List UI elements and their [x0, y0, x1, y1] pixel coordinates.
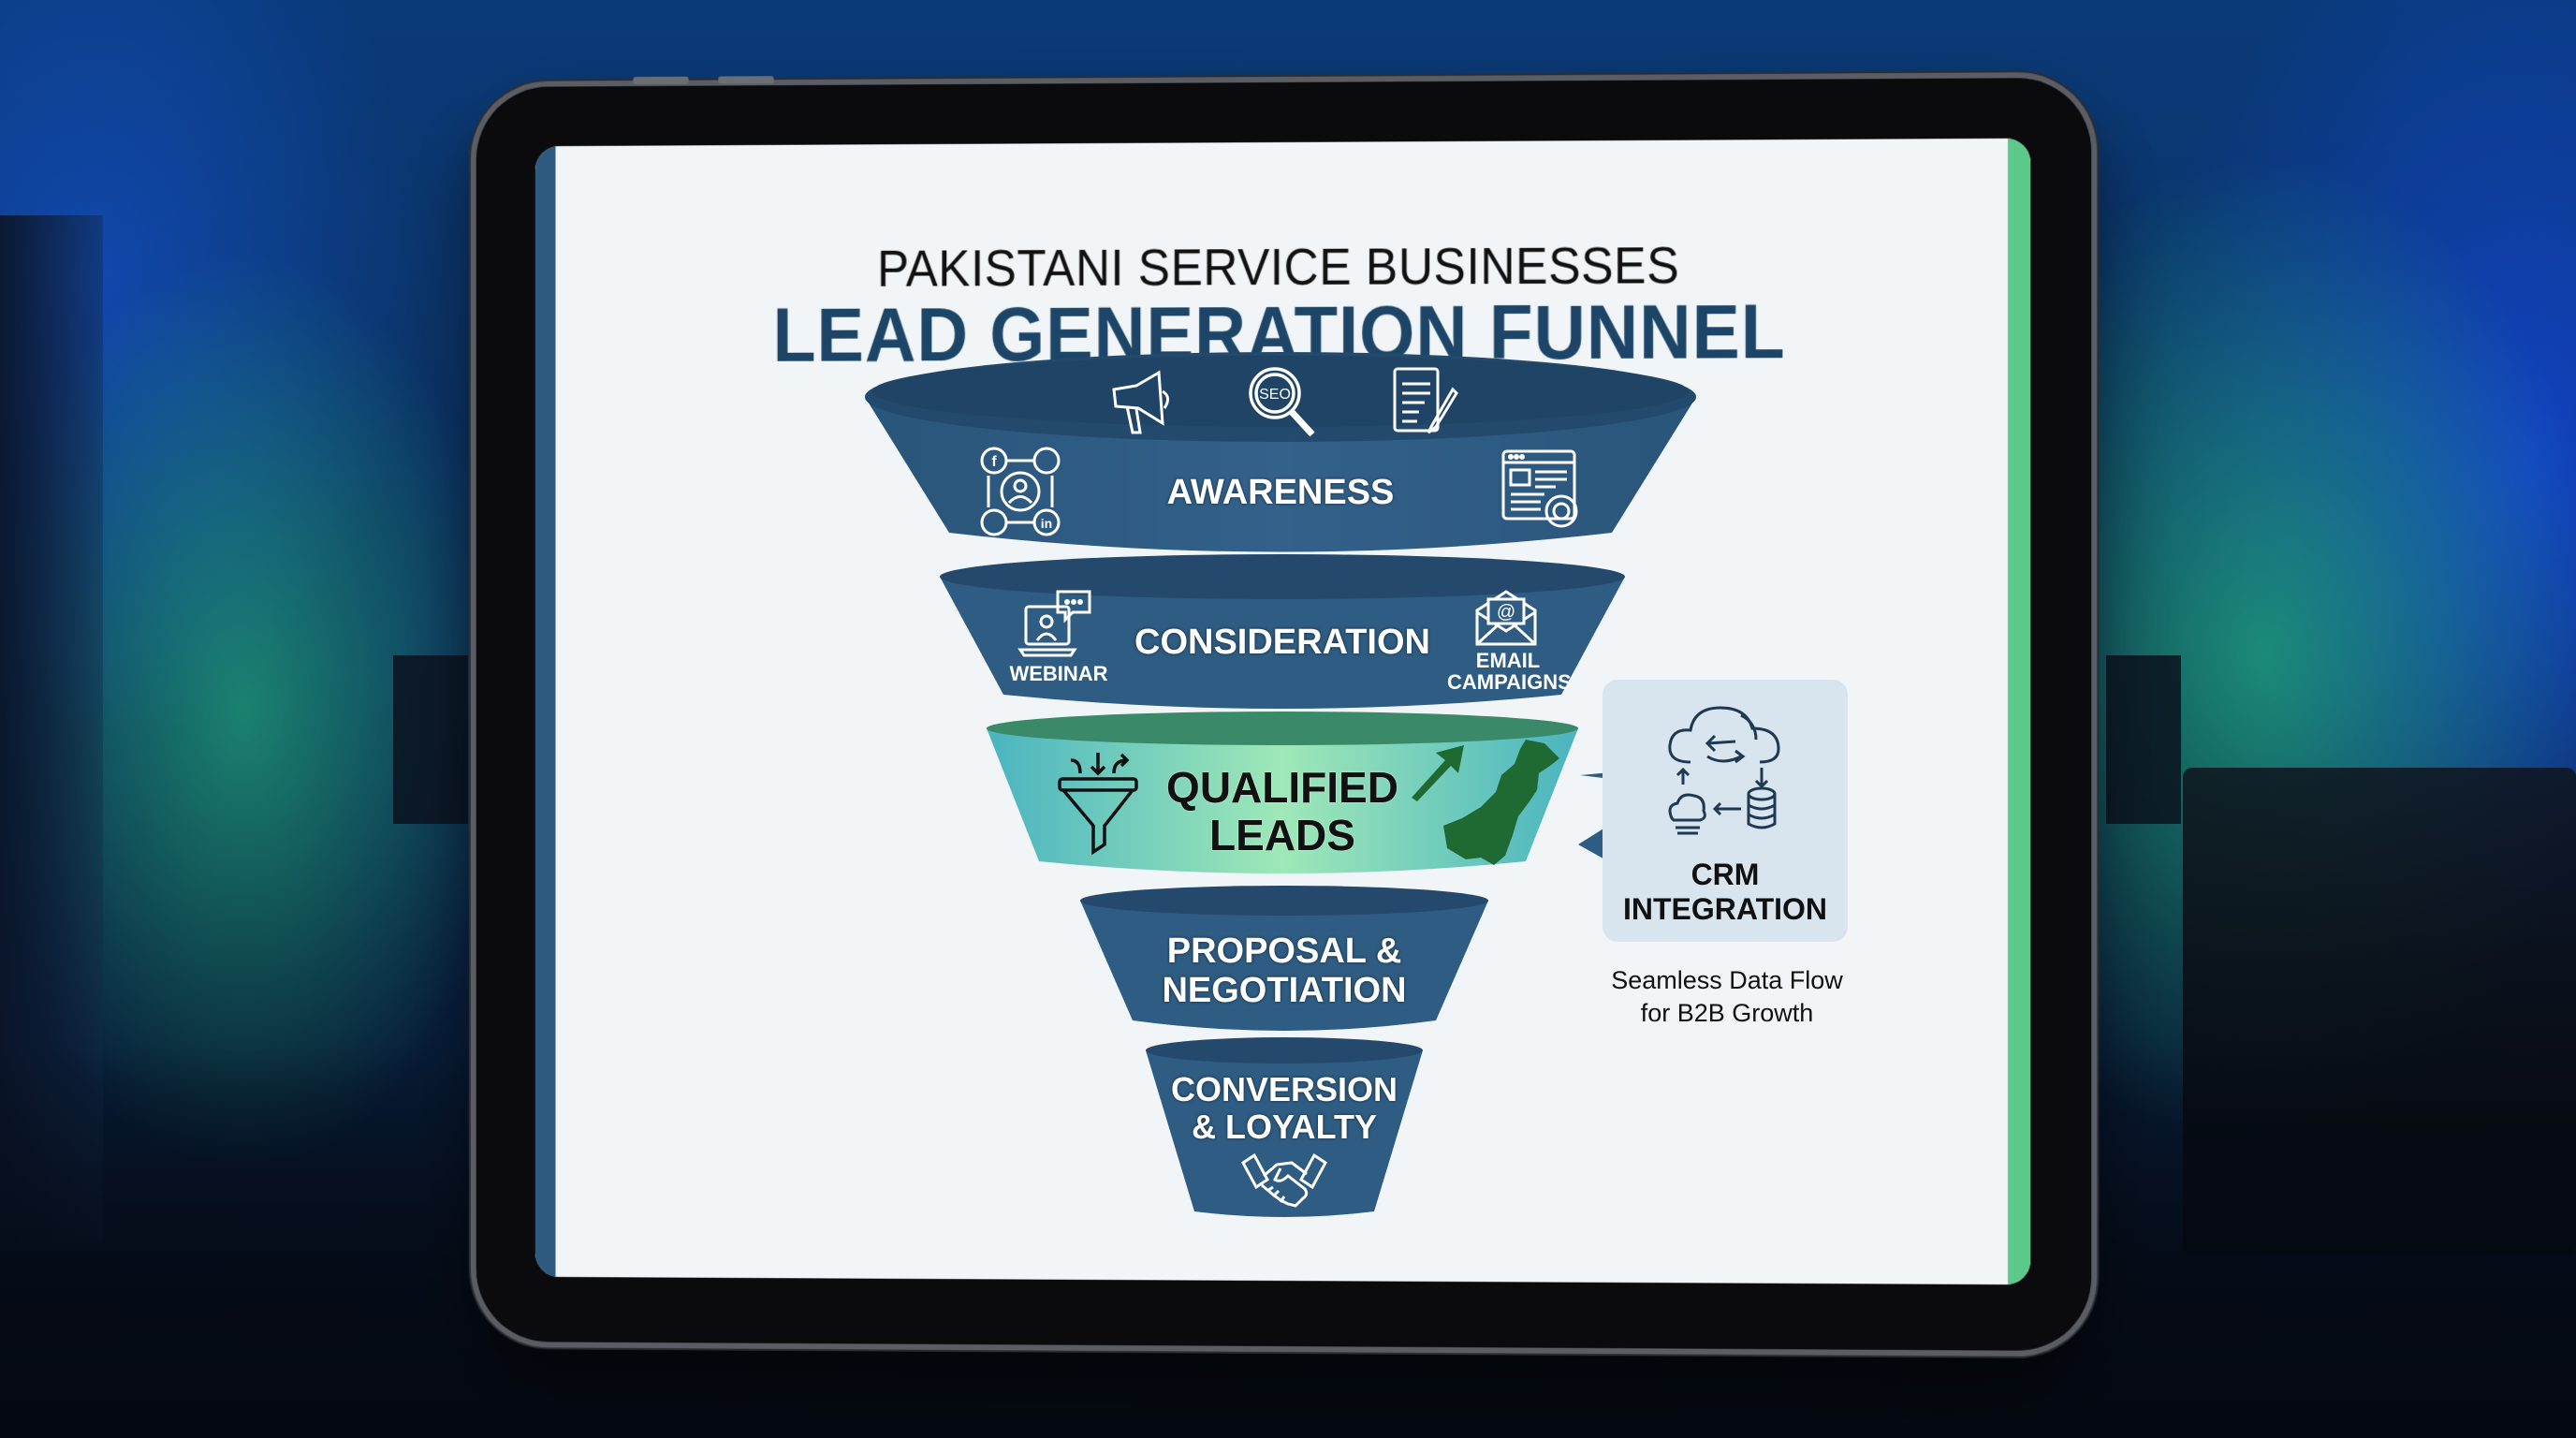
proposal-line1: PROPOSAL &	[1166, 932, 1402, 971]
svg-text:SEO: SEO	[1259, 387, 1291, 403]
crm-caption-line1: Seamless Data Flow	[1611, 966, 1843, 994]
crm-title-line1: CRM	[1690, 858, 1760, 891]
webinar-label: WEBINAR	[1009, 662, 1108, 685]
content-writing-icon	[1393, 367, 1458, 434]
slide-right-accent	[2008, 138, 2031, 1285]
slide-left-accent	[534, 146, 556, 1277]
funnel-stage-conversion-loyalty: CONVERSION & LOYALTY	[1144, 1037, 1425, 1225]
crm-title: CRM INTEGRATION	[1603, 858, 1848, 927]
proposal-line2: NEGOTIATION	[1162, 970, 1407, 1010]
megaphone-icon	[1112, 370, 1169, 434]
background-monitor	[393, 655, 468, 824]
svg-text:f: f	[991, 454, 997, 470]
conversion-band-shape	[1146, 1037, 1423, 1217]
cloud-sync-database-icon	[1668, 706, 1780, 835]
web-settings-icon	[1501, 449, 1578, 528]
proposal-band-shape	[1080, 886, 1488, 1031]
qualified-leads-band-shape	[987, 712, 1578, 873]
tablet-volume-button	[718, 76, 774, 84]
crm-title-line2: INTEGRATION	[1622, 891, 1828, 926]
conversion-loyalty-label: CONVERSION & LOYALTY	[1144, 1071, 1425, 1145]
seo-search-icon: SEO	[1249, 367, 1315, 437]
awareness-label: AWARENESS	[1166, 473, 1395, 512]
qualified-leads-line2: LEADS	[1209, 810, 1355, 859]
social-media-network-icon: f in	[980, 447, 1061, 536]
pakistan-map-icon	[1443, 740, 1559, 865]
qualified-leads-label: QUALIFIED LEADS	[985, 764, 1580, 858]
crm-integration-card: CRM INTEGRATION	[1603, 680, 1848, 942]
background-monitor	[2106, 655, 2181, 824]
awareness-band-shape	[865, 352, 1696, 552]
growth-arrow-icon	[1412, 745, 1464, 801]
funnel-stage-awareness: SEO f in AWARENESS	[863, 350, 1698, 552]
funnel-stage-proposal-negotiation: PROPOSAL & NEGOTIATION	[1078, 886, 1490, 1035]
conversion-line2: & LOYALTY	[1191, 1107, 1378, 1146]
email-campaigns-label: EMAIL CAMPAIGNS	[1447, 649, 1572, 695]
funnel-stage-qualified-leads: QUALIFIED LEADS	[985, 712, 1580, 876]
qualified-leads-line1: QUALIFIED	[1166, 763, 1398, 812]
consideration-label: CONSIDERATION	[1134, 623, 1430, 662]
crm-caption-line2: for B2B Growth	[1640, 999, 1814, 1028]
conversion-line1: CONVERSION	[1170, 1070, 1398, 1108]
svg-text:in: in	[1041, 516, 1052, 531]
crm-caption: Seamless Data Flow for B2B Growth	[1591, 964, 1863, 1030]
webinar-icon	[1017, 590, 1091, 657]
svg-text:@: @	[1497, 602, 1515, 623]
consideration-band-shape	[940, 554, 1625, 709]
funnel-stage-consideration: WEBINAR @ EMAIL CAMPAIGNS CONSIDERATION	[938, 554, 1627, 715]
proposal-negotiation-label: PROPOSAL & NEGOTIATION	[1078, 932, 1490, 1011]
handshake-icon	[1241, 1152, 1327, 1208]
tablet-volume-button	[633, 76, 689, 85]
email-campaign-icon: @	[1475, 590, 1537, 646]
filter-funnel-icon	[1058, 753, 1138, 856]
